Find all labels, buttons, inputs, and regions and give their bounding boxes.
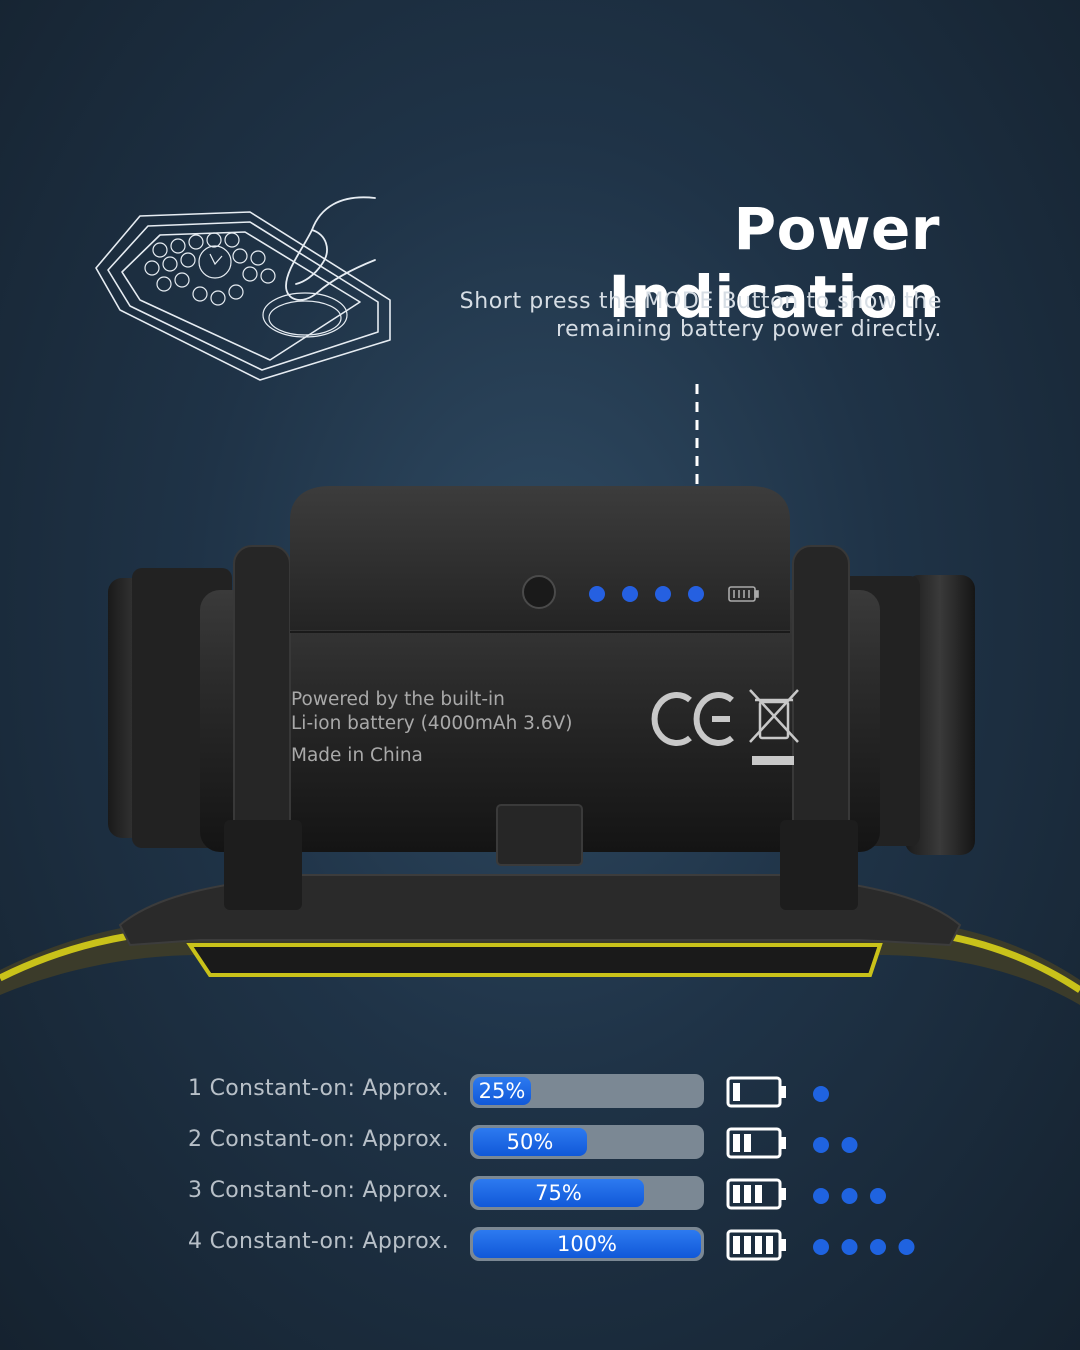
level-label: 3 Constant-on: Approx. <box>188 1178 449 1203</box>
battery-segment <box>744 1134 751 1152</box>
subtitle-line-2: remaining battery power directly. <box>555 317 942 342</box>
page-subtitle: Short press the MODE Button to show the … <box>400 288 942 344</box>
battery-level-row: 2 Constant-on: Approx. 50% <box>188 1125 948 1161</box>
level-bar-track: 50% <box>470 1125 704 1159</box>
led-indicator-dots <box>813 1239 915 1255</box>
battery-level-row: 1 Constant-on: Approx. 25% <box>188 1074 948 1110</box>
headlamp-device <box>0 384 1080 1005</box>
product-label-text: Powered by the built-in Li-ion battery (… <box>291 688 572 768</box>
level-bar-track: 100% <box>470 1227 704 1261</box>
battery-level-row: 4 Constant-on: Approx. 100% <box>188 1227 948 1263</box>
led-dot <box>870 1188 886 1204</box>
ce-mark <box>651 692 734 746</box>
led-indicator-dots <box>813 1188 886 1204</box>
battery-segment <box>733 1134 740 1152</box>
led-dot <box>841 1137 858 1153</box>
weee-bin-icon <box>749 689 799 743</box>
product-line-3: Made in China <box>291 745 423 766</box>
product-line-1: Powered by the built-in <box>291 689 505 710</box>
led-dot <box>870 1239 886 1255</box>
battery-segment <box>744 1236 751 1254</box>
battery-icon <box>726 1229 786 1261</box>
led-dot <box>841 1239 858 1255</box>
battery-level-row: 3 Constant-on: Approx. 75% <box>188 1176 948 1212</box>
led-dot <box>813 1188 829 1204</box>
led-dot <box>813 1086 829 1102</box>
led-dot <box>813 1137 829 1153</box>
page-title: Power Indication <box>608 195 940 331</box>
level-bar-track: 75% <box>470 1176 704 1210</box>
led-indicator-dots <box>813 1086 829 1102</box>
led-dot <box>898 1239 915 1255</box>
led-indicator-dots <box>813 1137 858 1153</box>
mode-button <box>522 575 556 609</box>
led-dot <box>841 1188 858 1204</box>
level-bar-fill: 25% <box>473 1077 531 1105</box>
level-label: 4 Constant-on: Approx. <box>188 1229 449 1254</box>
battery-segment <box>733 1185 740 1203</box>
battery-segment <box>733 1236 740 1254</box>
led-dot <box>813 1239 829 1255</box>
battery-segment <box>733 1083 740 1101</box>
subtitle-line-1: Short press the MODE Button to show the <box>459 289 942 314</box>
level-label: 1 Constant-on: Approx. <box>188 1076 449 1101</box>
battery-icon <box>726 1076 786 1108</box>
battery-segment <box>755 1185 762 1203</box>
level-label: 2 Constant-on: Approx. <box>188 1127 449 1152</box>
battery-icon <box>726 1178 786 1210</box>
level-bar-fill: 75% <box>473 1179 644 1207</box>
product-line-2: Li-ion battery (4000mAh 3.6V) <box>291 713 573 734</box>
level-bar-fill: 50% <box>473 1128 587 1156</box>
battery-segment <box>744 1185 751 1203</box>
level-bar-track: 25% <box>470 1074 704 1108</box>
battery-icon <box>726 1127 786 1159</box>
finger-press-illustration <box>95 196 391 381</box>
battery-segment <box>766 1236 773 1254</box>
battery-segment <box>755 1236 762 1254</box>
housing-battery-icon <box>728 586 759 602</box>
level-bar-fill: 100% <box>473 1230 701 1258</box>
